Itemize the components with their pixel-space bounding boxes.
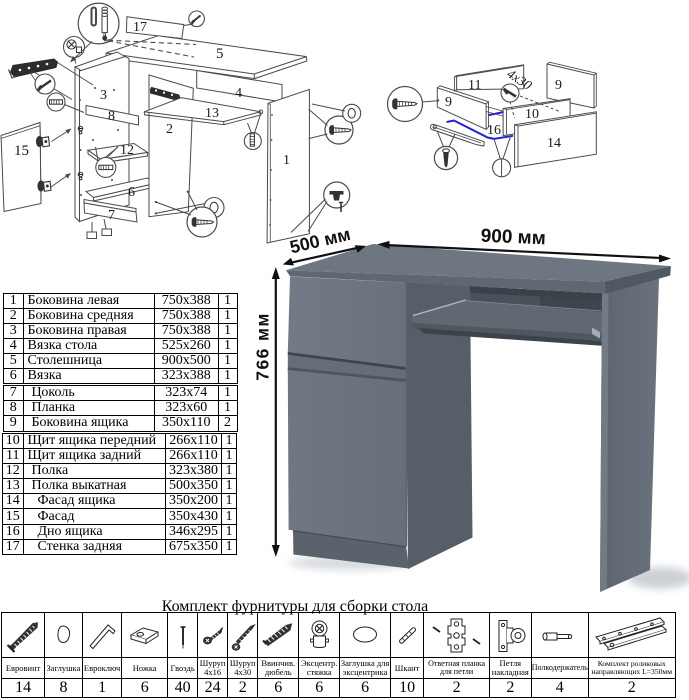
svg-text:2: 2: [166, 122, 173, 137]
svg-text:17: 17: [133, 20, 147, 35]
svg-text:11: 11: [468, 78, 481, 93]
svg-text:6: 6: [128, 185, 135, 200]
svg-text:4: 4: [235, 86, 242, 101]
svg-text:900 мм: 900 мм: [480, 226, 546, 250]
svg-text:9: 9: [445, 95, 452, 110]
svg-text:16: 16: [487, 123, 501, 138]
svg-text:7: 7: [108, 208, 115, 223]
svg-text:5: 5: [216, 46, 224, 62]
svg-text:766 мм: 766 мм: [253, 312, 273, 380]
svg-text:12: 12: [120, 143, 134, 158]
svg-text:9: 9: [555, 78, 562, 93]
svg-text:10: 10: [525, 107, 539, 122]
svg-text:13: 13: [205, 106, 219, 121]
svg-text:3: 3: [100, 88, 107, 103]
svg-text:8: 8: [108, 109, 115, 124]
svg-text:15: 15: [14, 143, 29, 159]
svg-text:14: 14: [547, 136, 561, 151]
svg-text:1: 1: [283, 153, 290, 168]
